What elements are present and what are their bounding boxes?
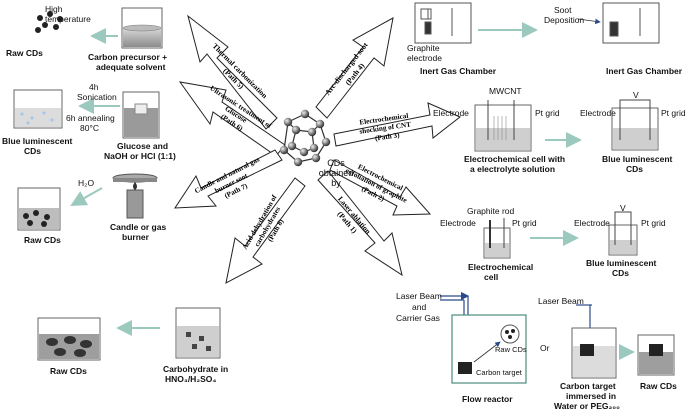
soot-label-2: Deposition [544, 15, 585, 25]
raw-cds-beaker-br [637, 334, 675, 376]
candle-label-1: Candle or gas [110, 222, 167, 232]
blue-cds-r1-label-2: CDs [626, 164, 644, 174]
ptgrid-label-b: Pt grid [661, 108, 686, 118]
carbohydrate-beaker [175, 307, 221, 359]
echem-cell-label-1: Electrochemical [468, 262, 534, 272]
mwcnt-label: MWCNT [489, 86, 522, 96]
soot-label-1: Soot [554, 5, 572, 15]
blue-cds-r1-label-1: Blue luminescent [602, 154, 673, 164]
laser-beam-label-1: Laser Beam [396, 291, 442, 301]
path4-arrow: Arc-discharged soot (Path 4) [315, 17, 394, 119]
raw-cds-reactor-label: Raw CDs [495, 345, 527, 354]
electrode-label-c: Electrode [440, 218, 476, 228]
raw-cds-br-label: Raw CDs [640, 381, 677, 391]
cell-label-2: a electrolyte solution [470, 164, 556, 174]
h2o-label: H₂O [78, 178, 95, 188]
cell-label-1: Electrochemical cell with [464, 154, 566, 164]
center-label-3: by [331, 178, 341, 188]
carbohydrate-label-1: Carbohydrate in [163, 364, 229, 374]
glucose-label-2: NaOH or HCl (1:1) [104, 151, 176, 161]
voltage-label-a: V [633, 90, 639, 100]
flow-reactor-box [451, 314, 527, 384]
raw-cds-beaker-bl [37, 317, 101, 361]
flow-reactor-label: Flow reactor [462, 394, 513, 404]
electrode-label-a: Electrode [433, 108, 469, 118]
laser-and-label: and [412, 302, 427, 312]
ptgrid-label-c: Pt grid [512, 218, 537, 228]
ptgrid-label-d: Pt grid [641, 218, 666, 228]
candle-icon [112, 173, 158, 219]
blue-cds-left-label-2: CDs [24, 146, 42, 156]
carbon-target-label-2a: Carbon target [560, 381, 616, 391]
inert-chamber-label-1: Inert Gas Chamber [420, 66, 497, 76]
blue-cds-beaker-icon [13, 89, 63, 129]
high-temp-label-2: temperature [45, 14, 91, 24]
electrode-label-b: Electrode [580, 108, 616, 118]
blue-cell-1 [611, 99, 659, 151]
sonication-label-1: 4h [89, 82, 99, 92]
graphite-electrode-label-2: electrode [407, 53, 442, 63]
candle-raw-cds-beaker [17, 187, 61, 231]
inert-chamber-label-2: Inert Gas Chamber [606, 66, 683, 76]
carbohydrate-label-2: HNO₃/H₂SO₄ [165, 374, 217, 384]
glucose-beaker-icon [122, 91, 160, 139]
annealing-label-1: 6h annealing [66, 113, 115, 123]
center-label-1: CDs [327, 158, 345, 168]
precursor-label-1: Carbon precursor + [88, 52, 168, 62]
high-temp-label: High [45, 4, 63, 14]
carrier-gas-label: Carrier Gas [396, 313, 440, 323]
glucose-label-1: Glucose and [117, 141, 169, 151]
raw-cds-candle-label: Raw CDs [24, 235, 61, 245]
or-label: Or [540, 343, 550, 353]
graphite-cell [483, 218, 511, 259]
graphite-rod-label: Graphite rod [467, 206, 515, 216]
ptgrid-label-a: Pt grid [535, 108, 560, 118]
arc-chamber-1 [414, 2, 472, 44]
carbon-target-label-2b: immersed in [566, 391, 617, 401]
blue-cds-r2-label-1: Blue luminescent [586, 258, 657, 268]
candle-label-2: burner [122, 232, 149, 242]
arc-chamber-2 [602, 2, 660, 44]
carbon-target-label-1: Carbon target [476, 368, 522, 377]
sonication-label-2: Sonication [77, 92, 117, 102]
precursor-beaker-icon [121, 7, 163, 49]
precursor-label-2: adequate solvent [96, 62, 166, 72]
cnt-cell [474, 100, 532, 152]
raw-cds-tl-label: Raw CDs [6, 48, 43, 58]
raw-cds-dots-icon [35, 11, 63, 33]
annealing-label-2: 80°C [80, 123, 99, 133]
carbon-target-label-2c: Water or PEG₂₀₀ [554, 401, 620, 411]
graphite-electrode-label-1: Graphite [407, 43, 440, 53]
echem-cell-label-2: cell [484, 272, 499, 282]
path3-line3: (Path 3) [375, 131, 401, 142]
blue-cds-left-label-1: Blue luminescent [2, 136, 73, 146]
blue-cds-r2-label-2: CDs [612, 268, 630, 278]
carbon-dot-molecule-icon [279, 109, 331, 167]
raw-cds-bl-label: Raw CDs [50, 366, 87, 376]
center-label-2: obtained [318, 168, 354, 178]
blue-cell-2 [608, 211, 638, 256]
laser-beam-label-2: Laser Beam [538, 296, 584, 306]
voltage-label-b: V [620, 203, 626, 213]
electrode-label-d: Electrode [574, 218, 610, 228]
immersed-target-beaker [571, 327, 617, 379]
